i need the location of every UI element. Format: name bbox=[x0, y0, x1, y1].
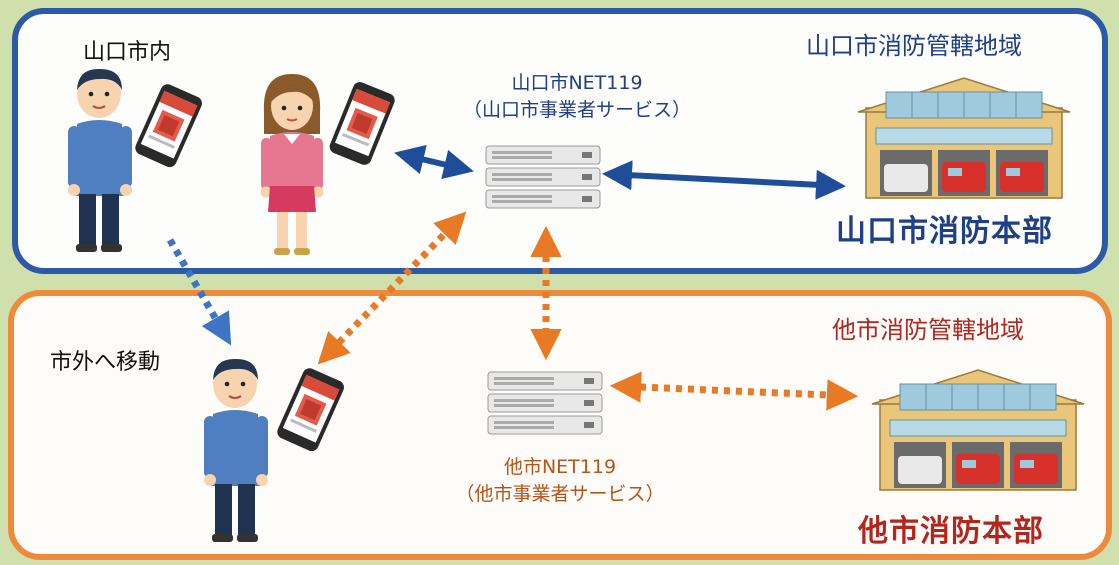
move-outside-arrow bbox=[166, 238, 232, 346]
yamaguchi-zone-title: 山口市消防管轄地域 bbox=[806, 32, 1022, 60]
yamaguchi-fire-station-icon bbox=[857, 77, 1071, 199]
other-net119-name: 他市NET119 bbox=[503, 456, 617, 478]
smartphone-icon bbox=[327, 80, 397, 167]
outside-phone-to-yamaguchi-net-arrow bbox=[317, 211, 467, 365]
smartphone-icon bbox=[275, 366, 347, 454]
moved-man-icon bbox=[203, 357, 269, 543]
yamaguchi-hq-label: 山口市消防本部 bbox=[836, 214, 1053, 249]
woman-icon bbox=[259, 73, 325, 256]
other-server-icon bbox=[487, 371, 603, 435]
other-net119-subtitle: （他市事業者サービス） bbox=[455, 483, 665, 505]
yamaguchi-net-to-hq-arrow bbox=[602, 160, 846, 200]
man-icon bbox=[67, 67, 133, 254]
yamaguchi-net119-label: 山口市NET119 （山口市事業者サービス） bbox=[452, 70, 702, 124]
yamaguchi-server-icon bbox=[485, 145, 601, 209]
other-fire-station-icon bbox=[871, 369, 1085, 491]
other-net119-label: 他市NET119 （他市事業者サービス） bbox=[435, 454, 685, 508]
moved-outside-label: 市外へ移動 bbox=[50, 350, 161, 375]
phone-to-yamaguchi-net-arrow bbox=[394, 144, 474, 180]
other-hq-label: 他市消防本部 bbox=[858, 514, 1044, 549]
smartphone-icon bbox=[133, 82, 205, 170]
inside-city-label: 山口市内 bbox=[83, 40, 172, 65]
yamaguchi-net119-subtitle: （山口市事業者サービス） bbox=[462, 99, 691, 121]
yamaguchi-net119-name: 山口市NET119 bbox=[511, 72, 643, 94]
other-net-to-hq-arrow bbox=[609, 371, 859, 411]
other-zone-title: 他市消防管轄地域 bbox=[832, 316, 1024, 344]
